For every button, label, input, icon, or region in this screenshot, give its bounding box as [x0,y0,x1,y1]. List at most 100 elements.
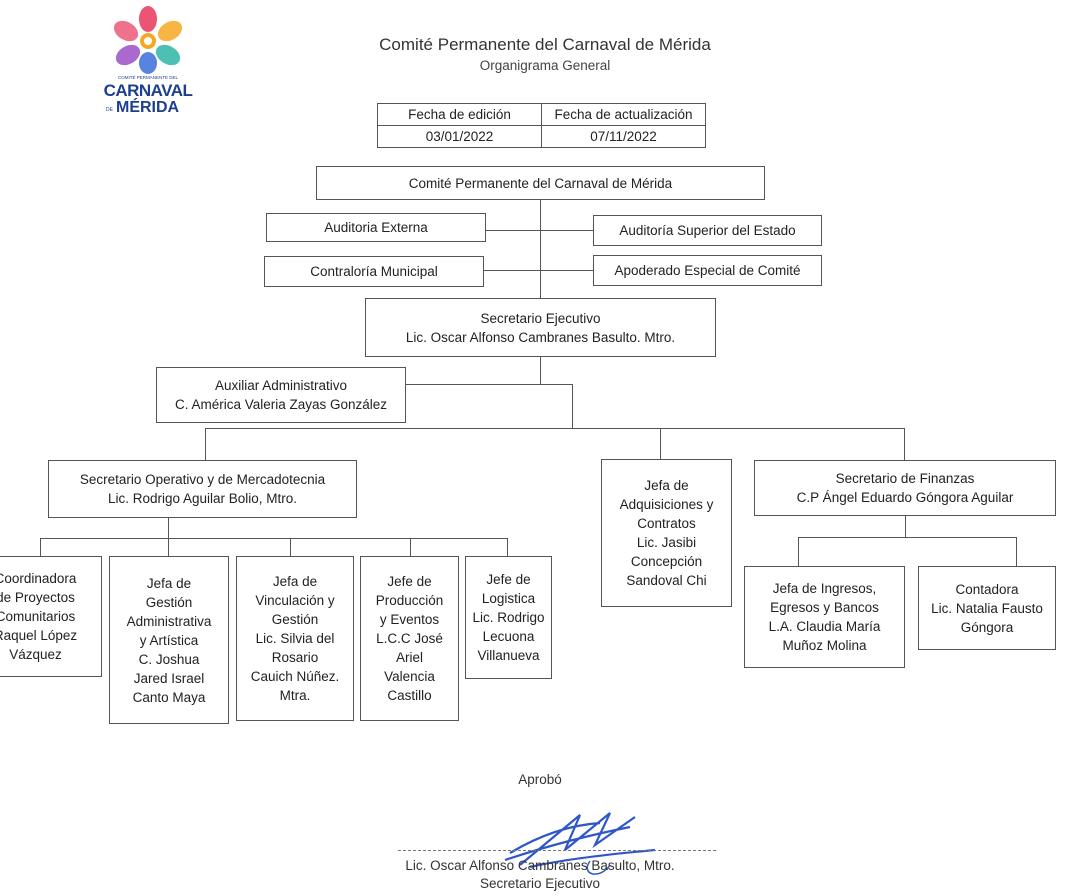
dates-table: Fecha de edición Fecha de actualización … [377,103,706,148]
connector-contraloria [484,270,593,271]
approval-label: Aprobó [518,772,562,787]
contraloria-box: Contraloría Municipal [264,256,484,287]
connector-contadora [1016,537,1017,567]
jefa-vinculacion-line: Cauich Núñez. [250,669,340,684]
jefe-logistica-line: Lic. Rodrigo [472,610,545,625]
jefa-adquisiciones-line: Lic. Jasibi [636,535,697,550]
jefa-vinculacion-line: Gestión [271,612,319,627]
connector-adquisiciones [660,428,661,460]
jefa-gestion-line: y Artística [139,632,199,648]
jefe-produccion-line: y Eventos [379,612,440,627]
jefe-produccion-line: Producción [375,593,444,608]
coordinadora-line: Coordinadora [0,571,77,586]
page-title: Comité Permanente del Carnaval de Mérida [379,35,711,54]
jefe-logistica-line: Lecuona [482,629,535,644]
jefa-adquisiciones-line: Sandoval Chi [626,573,707,588]
connector-ingresos [798,537,799,567]
jefa-gestion-line: Canto Maya [132,689,206,705]
jefa-ingresos-line: Egresos y Bancos [770,600,879,615]
jefe-logistica-line: Logistica [481,591,536,606]
edit-date-label: Fecha de edición [377,103,542,126]
apoderado-label: Apoderado Especial de Comité [614,263,801,278]
sec-operativo-role: Secretario Operativo y de Mercadotecnia [79,472,326,487]
coordinadora-box: Coordinadora de Proyectos Comunitarios R… [0,556,102,677]
secretario-ejecutivo-box: Secretario Ejecutivo Lic. Oscar Alfonso … [365,298,716,357]
auxiliar-name: C. América Valeria Zayas González [174,397,388,412]
connector-aux [406,384,573,385]
coordinadora-line: Raquel López [0,628,78,643]
logo-carnaval: CARNAVAL [103,81,193,100]
carnaval-logo: COMITÉ PERMANENTE DEL CARNAVAL DE MÉRIDA [98,5,198,120]
jefa-vinculacion-box: Jefa de Vinculación y Gestión Lic. Silvi… [236,556,354,721]
connector-finanzas-bus [798,537,1016,538]
jefa-adquisiciones-line: Adquisiciones y [619,497,714,512]
jefe-logistica-box: Jefe de Logistica Lic. Rodrigo Lecuona V… [465,556,552,679]
coordinadora-line: Vázquez [9,647,62,662]
jefa-vinculacion-line: Lic. Silvia del [255,631,335,646]
coordinadora-line: de Proyectos [0,590,75,605]
flower-logo-icon [113,6,183,74]
org-root-label: Comité Permanente del Carnaval de Mérida [408,175,673,191]
jefa-ingresos-line: Jefa de Ingresos, [772,581,877,596]
jefa-ingresos-box: Jefa de Ingresos, Egresos y Bancos L.A. … [744,566,905,668]
auxiliar-role: Auxiliar Administrativo [214,378,348,393]
jefa-gestion-line: Administrativa [126,613,212,629]
auditoria-externa-label: Auditoria Externa [324,220,428,235]
jefa-adquisiciones-line: Concepción [630,554,703,569]
signatory-title: Secretario Ejecutivo [479,876,601,891]
update-date-value: 07/11/2022 [541,125,706,148]
connector-trunk [540,200,541,298]
jefa-gestion-line: C. Joshua [138,651,200,667]
jefe-produccion-line: Ariel [395,650,423,665]
connector-finanzas-down [905,516,906,538]
connector-logistica [507,538,508,556]
auditoria-externa-box: Auditoria Externa [266,213,486,242]
signatory-name: Lic. Oscar Alfonso Cambranes Basulto, Mt… [405,858,675,873]
jefa-ingresos-line: L.A. Claudia María [768,619,881,634]
jefe-produccion-line: L.C.C José [376,631,443,646]
contraloria-label: Contraloría Municipal [310,264,438,279]
jefa-gestion-line: Gestión [145,594,193,610]
connector-operativo [205,428,206,460]
jefa-vinculacion-line: Rosario [271,650,319,665]
jefa-adquisiciones-box: Jefa de Adquisiciones y Contratos Lic. J… [601,459,732,607]
connector-vinculacion [290,538,291,556]
connector-gestion [168,538,169,556]
jefa-ingresos-line: Muñoz Molina [782,638,867,653]
connector-auditoria [486,230,594,231]
connector-operativo-down [168,518,169,539]
contadora-box: Contadora Lic. Natalia Fausto Góngora [918,566,1056,650]
jefa-gestion-line: Jefa de [146,575,192,591]
edit-date-value: 03/01/2022 [377,125,542,148]
connector-sec-down [540,357,541,384]
apoderado-box: Apoderado Especial de Comité [593,255,822,286]
connector-coord [40,538,41,556]
jefe-produccion-box: Jefe de Producción y Eventos L.C.C José … [360,556,459,721]
coordinadora-clip: Coordinadora de Proyectos Comunitarios R… [0,556,103,678]
connector-level3-bus [40,538,507,539]
jefa-adquisiciones-line: Contratos [637,516,696,531]
logo-prefix: DE [106,107,113,113]
secretario-ejecutivo-role: Secretario Ejecutivo [480,310,601,326]
logo-merida: MÉRIDA [116,99,180,116]
auditoria-superior-label: Auditoría Superior del Estado [619,223,796,238]
auxiliar-box: Auxiliar Administrativo C. América Valer… [156,367,406,423]
sec-finanzas-name: C.P Ángel Eduardo Góngora Aguilar [796,490,1014,505]
jefe-logistica-line: Villanueva [477,648,540,663]
jefe-produccion-line: Castillo [387,688,432,703]
contadora-line: Contadora [955,581,1019,597]
jefe-produccion-line: Valencia [384,669,435,684]
signature-icon [504,812,656,875]
sec-operativo-box: Secretario Operativo y de Mercadotecnia … [48,460,357,518]
connector-level2-bus [205,428,905,429]
jefa-vinculacion-line: Jefa de [272,574,318,589]
coordinadora-line: Comunitarios [0,609,76,624]
jefa-gestion-box: Jefa de Gestión Administrativa y Artísti… [109,556,229,724]
sec-finanzas-role: Secretario de Finanzas [835,471,975,486]
secretario-ejecutivo-name: Lic. Oscar Alfonso Cambranes Basulto. Mt… [405,329,676,345]
contadora-line: Lic. Natalia Fausto [931,600,1043,616]
jefa-vinculacion-line: Mtra. [279,688,311,703]
jefe-produccion-line: Jefe de [387,574,432,589]
jefa-adquisiciones-line: Jefa de [644,478,689,493]
connector-finanzas [904,428,905,460]
